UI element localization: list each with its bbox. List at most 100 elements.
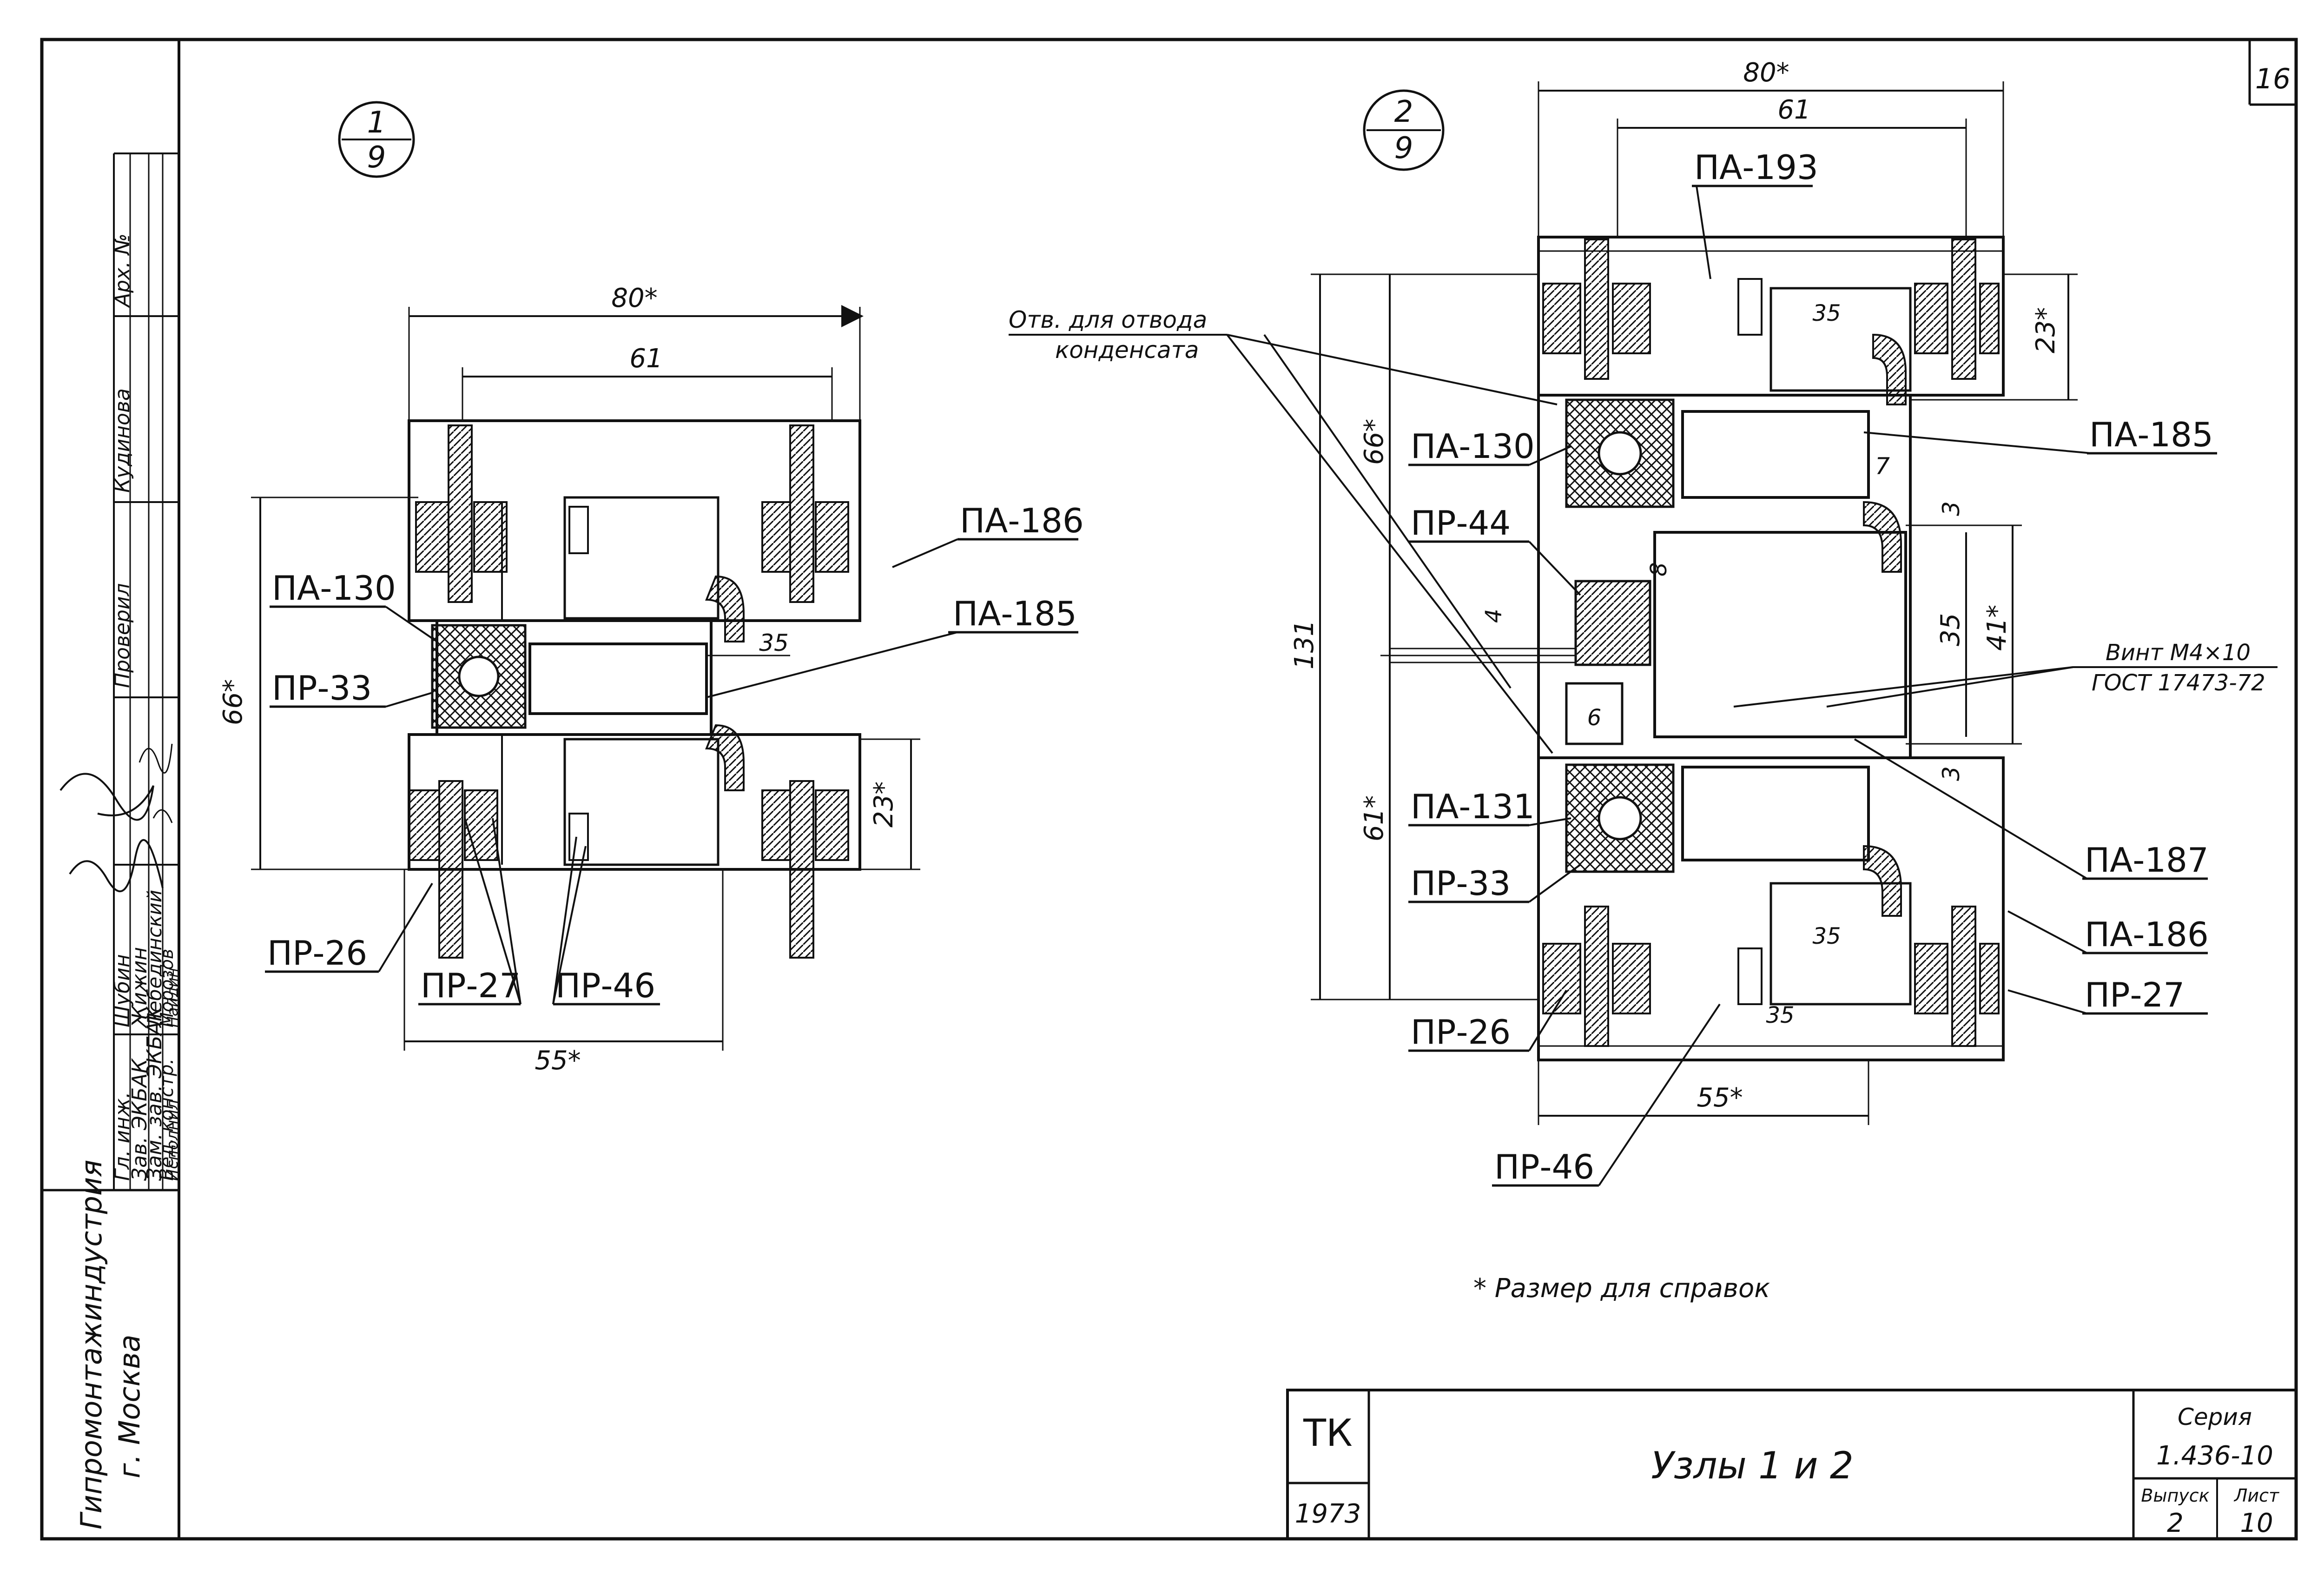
node-2-dim-131: 131: [1289, 620, 1320, 669]
node-2-label-pr27: ПР-27: [2085, 975, 2185, 1014]
node-1-leader-pr26: [378, 882, 433, 973]
node-2-dim-35v: 35: [1935, 613, 1966, 646]
stamp-checked-label: Проверил: [111, 583, 134, 688]
stamp-name-4: Морозов: [157, 949, 177, 1027]
node-1-chamber-upper: [563, 496, 720, 620]
stamp-archive: Арх. №: [111, 233, 134, 308]
stamp-role-2: Зав. ЭКБАК: [128, 1058, 152, 1181]
node-2-dim-35-bottom: 35: [1812, 923, 1841, 949]
drain-note-line2: конденсата: [1055, 337, 1199, 364]
node-1-dim-61: 61: [629, 344, 662, 374]
node-2-seal-1: [1542, 283, 1581, 354]
node-1-chamber-lower: [563, 738, 720, 866]
stamp-role-4: Вед. констр.: [156, 1059, 178, 1181]
drain-leader-1: [1227, 334, 1558, 405]
node-1-label-pr26: ПР-26: [267, 934, 367, 973]
node-2-mark-circle: [1363, 89, 1445, 171]
title-block-sheet-label: Лист: [2233, 1485, 2280, 1506]
node-1-leader-pa185: [706, 631, 958, 698]
node-2-leader-pr27: [2007, 989, 2087, 1014]
node-2-dim-3-bottom: 3: [1938, 766, 1965, 781]
node-2-dim-35-lower: 35: [1766, 1002, 1794, 1028]
stamp-role-3: Зам. зав. ЭКБАК: [143, 1006, 166, 1181]
node-1-glass-upper-right: [789, 424, 814, 603]
node-1-dim-23: 23*: [869, 781, 899, 828]
node-1-seal-7: [761, 789, 791, 861]
node-2-seal-8: [1979, 943, 2000, 1014]
node-2-dim-61: 61: [1777, 95, 1810, 125]
title-block-title: Узлы 1 и 2: [1651, 1444, 1854, 1487]
title-block-issue-value: 2: [2167, 1508, 2184, 1538]
node-2-thermal-hole-bottom: [1598, 796, 1642, 841]
title-block-issue-label: Выпуск: [2141, 1485, 2209, 1506]
node-1-leader-pr46-b: [552, 846, 587, 1005]
node-2-glass-top-left: [1584, 238, 1609, 380]
stamp-role-5: Исполнил: [163, 1099, 182, 1181]
node-2-seal-3: [1914, 283, 1948, 354]
sheet-frame: [40, 38, 2298, 1541]
node-1-seal-6: [464, 789, 498, 861]
node-2-dim-55: 55*: [1697, 1083, 1743, 1113]
title-block-series-value: 1.436-10: [2156, 1441, 2273, 1471]
node-2-floor-top: [1538, 236, 2004, 252]
signature-scribble-4: [152, 809, 173, 823]
node-2-drawing: 2 9: [1009, 58, 2278, 1187]
node-2-glass-top-right: [1951, 238, 1976, 380]
node-1-leader-pr27-a: [464, 818, 522, 1005]
node-1-leader-pr27-b: [492, 818, 522, 1005]
node-2-leader-pa130: [1529, 445, 1571, 466]
node-2-label-pa130: ПА-130: [1411, 427, 1535, 466]
page-number: 16: [2255, 63, 2291, 95]
node-1-glass-lower-right: [789, 780, 814, 959]
signature-scribble-3: [139, 743, 173, 774]
node-1-seal-4: [815, 501, 849, 573]
node-2-seal-11: [1863, 845, 1902, 917]
node-1-leader-pr33: [385, 692, 433, 708]
node-2-dim-4: 4: [1481, 609, 1507, 623]
stamp-name-2: Жижин: [128, 947, 152, 1029]
node-2-label-pr26: ПР-26: [1411, 1013, 1511, 1052]
stamp-org-line1: Гипромонтажиндустрия: [74, 1160, 108, 1530]
footnote-reference-size: * Размер для справок: [1473, 1273, 1770, 1304]
screw-leader-1: [1733, 666, 2073, 708]
node-2-thermal-hole-top: [1598, 431, 1642, 476]
node-1-tube: [528, 642, 708, 715]
node-1-thermal-hole: [458, 656, 500, 697]
node-2-clip-bottom: [1737, 947, 1763, 1005]
node-1-mark-circle: [338, 101, 415, 178]
node-2-seal-6: [1612, 943, 1651, 1014]
node-1-label-pr33: ПР-33: [272, 669, 372, 708]
node-2-label-pa193: ПА-193: [1694, 148, 1818, 187]
node-2-seal-7: [1914, 943, 1948, 1014]
node-1-leader-pa130: [385, 606, 438, 642]
node-2-label-pa187: ПА-187: [2085, 841, 2209, 880]
node-1-drawing: 1 9 80*: [218, 101, 1084, 1076]
signature-scribble-1: [69, 839, 164, 893]
node-1-leader-pa186: [892, 538, 958, 568]
node-1-clip-upper: [568, 506, 589, 554]
node-1-seal-2: [473, 501, 508, 573]
node-1-label-pa130: ПА-130: [272, 569, 396, 608]
stamp-name-3: Лебединский: [143, 890, 166, 1028]
node-2-chamber-bottom: [1769, 882, 1912, 1006]
screw-note-line1: Винт М4×10: [2106, 640, 2251, 666]
screw-leader-2: [1826, 666, 2073, 708]
node-2-leader-pr46: [1598, 1003, 1721, 1186]
node-1-glass-upper-left: [448, 424, 473, 603]
left-stamp: Гипромонтажиндустрия г. Москва Гл. инж. …: [42, 152, 182, 1530]
node-2-seal-9: [1872, 333, 1907, 405]
node-2-dim-61v: 61*: [1359, 795, 1389, 841]
node-1-dim-55: 55*: [535, 1046, 581, 1076]
node-2-leader-pr26: [1528, 989, 1567, 1052]
node-1-clip-lower: [568, 813, 589, 861]
node-2-chamber-top: [1769, 287, 1912, 392]
node-1-dim-66: 66*: [218, 679, 248, 725]
node-2-floor-bottom: [1538, 1045, 2004, 1061]
node-2-glass-bottom-right: [1951, 906, 1976, 1047]
node-2-dim-80: 80*: [1743, 58, 1789, 88]
node-1-label-pr27: ПР-27: [421, 966, 521, 1005]
node-2-leader-pr33: [1528, 864, 1581, 903]
title-block: ТК 1973 Узлы 1 и 2 Серия 1.436-10 Выпуск…: [1286, 1389, 2298, 1540]
node-2-seal-10: [1863, 501, 1902, 573]
